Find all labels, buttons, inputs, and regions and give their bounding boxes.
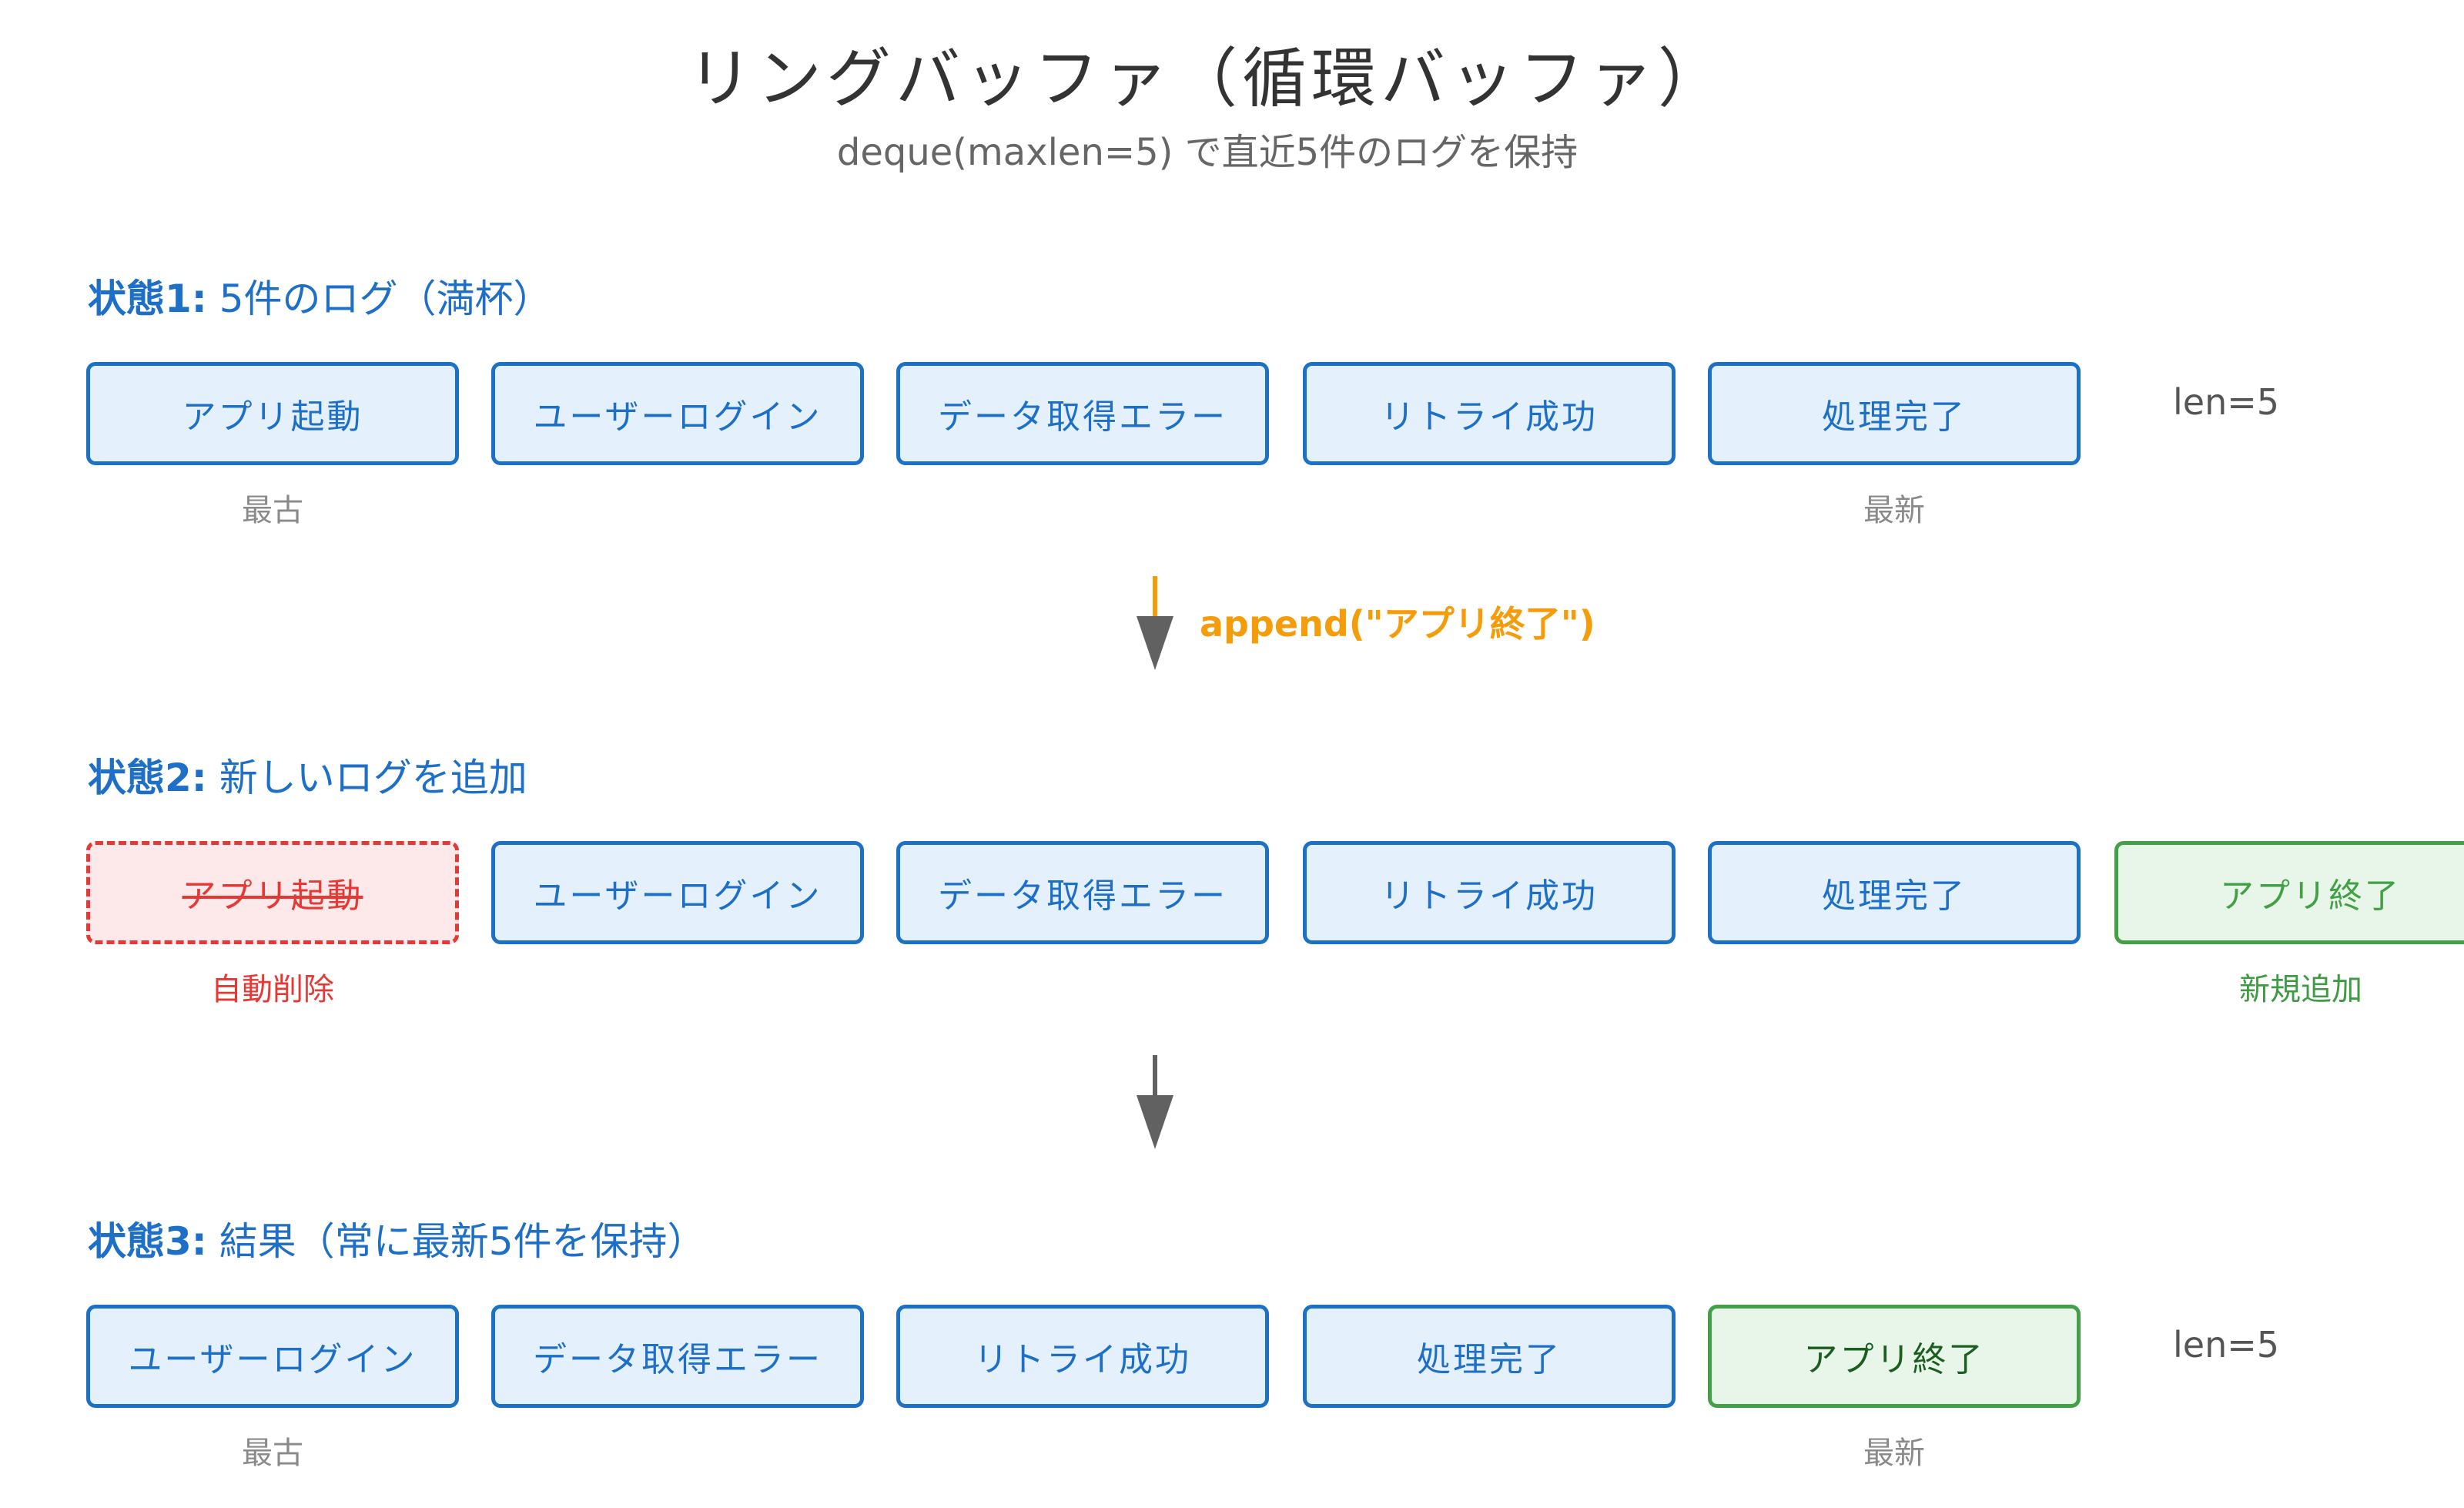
state3-len-label: len=5 <box>2173 1324 2280 1366</box>
state3-item-3: リトライ成功 <box>896 1305 1269 1408</box>
state2-removed-item: アプリ起動 <box>86 841 459 944</box>
state3-item-4: 処理完了 <box>1303 1305 1676 1408</box>
diagram-title: リングバッファ（循環バッファ） <box>687 41 1727 116</box>
append-operation-label: append("アプリ終了") <box>1200 603 1595 645</box>
state1-label: 状態1: 5件のログ（満杯） <box>88 276 552 321</box>
result-arrow <box>1137 1055 1173 1149</box>
state2-label: 状態2: 新しいログを追加 <box>88 756 527 800</box>
state1-item-4: リトライ成功 <box>1303 362 1676 465</box>
state3-newest-caption: 最新 <box>1863 1436 1925 1471</box>
state2-item-4: 処理完了 <box>1708 841 2081 944</box>
result-arrow-head <box>1137 1095 1173 1149</box>
state3-item-2: データ取得エラー <box>491 1305 864 1408</box>
state1-newest-caption: 最新 <box>1863 493 1925 528</box>
state2-item-3: リトライ成功 <box>1303 841 1676 944</box>
state2-added-caption: 新規追加 <box>2239 972 2362 1007</box>
state2-item-2: データ取得エラー <box>896 841 1269 944</box>
state1-len-label: len=5 <box>2173 381 2280 423</box>
append-arrow <box>1137 576 1173 670</box>
diagram-subtitle: deque(maxlen=5) で直近5件のログを保持 <box>836 131 1578 174</box>
state3-oldest-caption: 最古 <box>242 1436 303 1471</box>
append-arrow-head <box>1137 616 1173 670</box>
state1-item-5: 処理完了 <box>1708 362 2081 465</box>
state1-item-1: アプリ起動 <box>86 362 459 465</box>
state1-item-3: データ取得エラー <box>896 362 1269 465</box>
state2-added-item: アプリ終了 <box>2114 841 2464 944</box>
state3-label: 状態3: 結果（常に最新5件を保持） <box>88 1219 706 1264</box>
state1-item-2: ユーザーログイン <box>491 362 864 465</box>
state3-added-item: アプリ終了 <box>1708 1305 2081 1408</box>
state3-item-1: ユーザーログイン <box>86 1305 459 1408</box>
state1-oldest-caption: 最古 <box>242 493 303 528</box>
state2-removed-caption: 自動削除 <box>211 972 334 1007</box>
state2-item-1: ユーザーログイン <box>491 841 864 944</box>
